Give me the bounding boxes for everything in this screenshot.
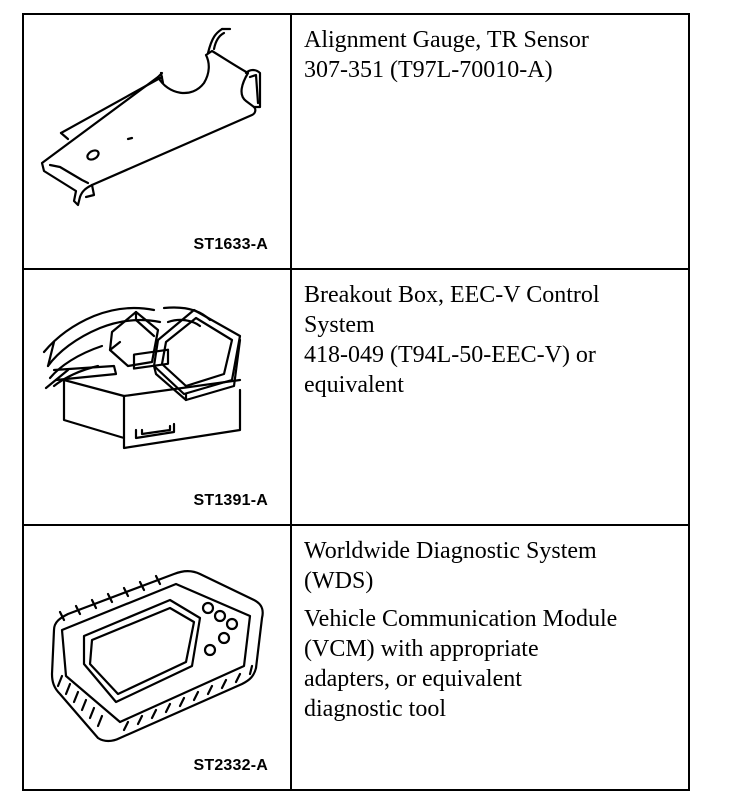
tool-extra-line: Vehicle Communication Module — [304, 606, 618, 632]
figure-code: ST1633-A — [193, 236, 268, 253]
tool-row: ST1391-A Breakout Box, EEC-V Control Sys… — [22, 268, 690, 526]
breakout-box-illustration — [42, 306, 242, 450]
tool-number: 418-049 (T94L-50-EEC-V) or — [304, 342, 596, 368]
tool-equivalent: equivalent — [304, 372, 404, 398]
tool-description-cell: Alignment Gauge, TR Sensor 307-351 (T97L… — [290, 13, 690, 270]
tool-row: ST1633-A Alignment Gauge, TR Sensor 307-… — [22, 13, 690, 270]
tool-extra-line: (VCM) with appropriate — [304, 636, 539, 662]
tool-extra-line: diagnostic tool — [304, 696, 446, 722]
tool-image-cell: ST1391-A — [22, 268, 292, 526]
tool-name: Alignment Gauge, TR Sensor — [304, 27, 589, 53]
paragraph-gap — [304, 596, 680, 604]
tool-name: Worldwide Diagnostic System — [304, 538, 597, 564]
diagnostic-tool-illustration — [50, 569, 264, 743]
special-tools-table: ST1633-A Alignment Gauge, TR Sensor 307-… — [22, 13, 690, 791]
figure-code: ST2332-A — [193, 757, 268, 774]
tool-description-cell: Breakout Box, EEC-V Control System 418-0… — [290, 268, 690, 526]
tool-extra-line: adapters, or equivalent — [304, 666, 522, 692]
tool-image-cell: ST1633-A — [22, 13, 292, 270]
tool-name: Breakout Box, EEC-V Control — [304, 282, 600, 308]
tool-description-cell: Worldwide Diagnostic System (WDS) Vehicl… — [290, 524, 690, 791]
tool-image-cell: ST2332-A — [22, 524, 292, 791]
figure-code: ST1391-A — [193, 492, 268, 509]
tool-number: 307-351 (T97L-70010-A) — [304, 57, 553, 83]
tool-name-continued: (WDS) — [304, 568, 374, 594]
tool-row: ST2332-A Worldwide Diagnostic System (WD… — [22, 524, 690, 791]
alignment-gauge-illustration — [40, 27, 262, 207]
tool-name-continued: System — [304, 312, 375, 338]
